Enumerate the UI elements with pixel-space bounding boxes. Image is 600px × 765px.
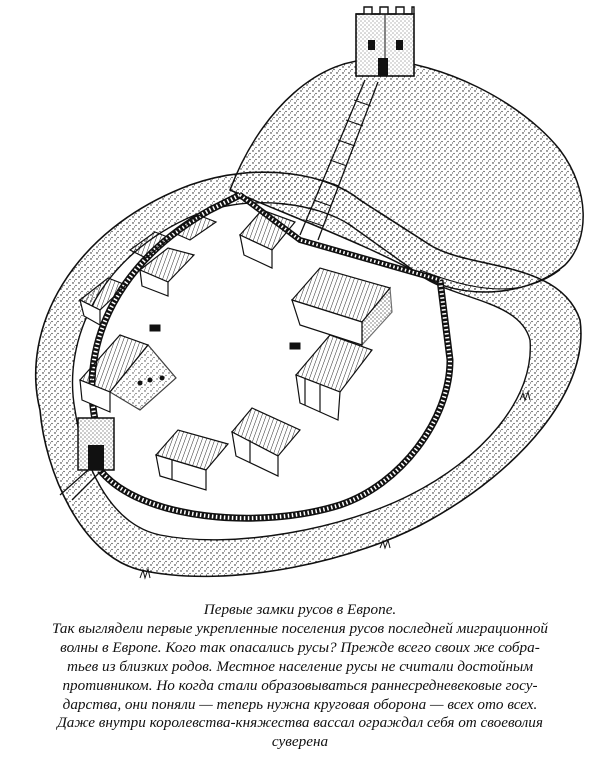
gate-tower bbox=[59, 417, 115, 501]
caption-line: дарства, они поняли — теперь нужна круго… bbox=[62, 695, 538, 713]
keep-tower bbox=[355, 6, 415, 77]
caption-title: Первые замки русов в Европе. bbox=[203, 601, 397, 618]
figure-caption: Первые замки русов в Европе. Так выгляде… bbox=[6, 601, 594, 752]
caption-line: волны в Европе. Кого так опасались русы?… bbox=[60, 638, 540, 656]
grass-tufts bbox=[139, 390, 531, 580]
caption-line: Даже внутри королевства-княжества вассал… bbox=[57, 714, 543, 732]
caption-line: Так выглядели первые укрепленные поселен… bbox=[51, 619, 549, 637]
caption-line: суверена bbox=[271, 733, 329, 751]
buildings bbox=[78, 209, 393, 491]
castle-illustration bbox=[35, 6, 584, 580]
caption-line: противником. Но когда стали образовывать… bbox=[62, 676, 538, 694]
caption-line: тьев из близких родов. Местное население… bbox=[66, 657, 534, 675]
motte-mound bbox=[229, 59, 584, 293]
yard-details bbox=[137, 324, 301, 386]
